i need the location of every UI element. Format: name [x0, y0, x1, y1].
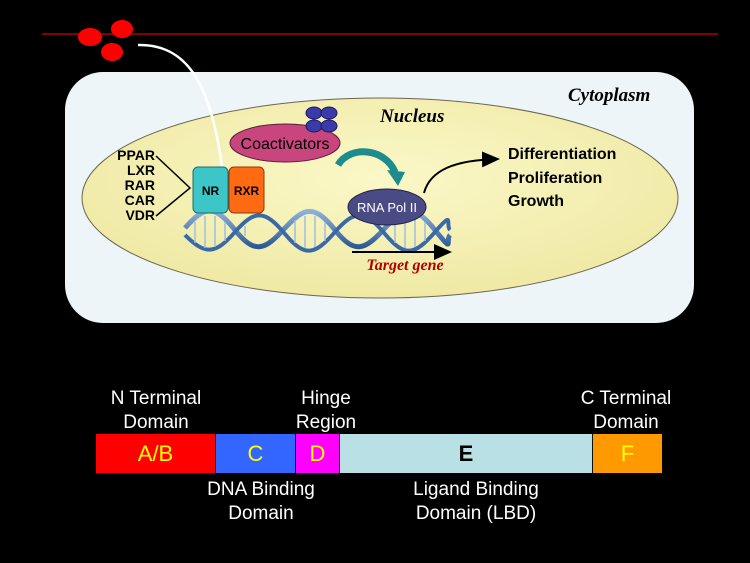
n-terminal-label: N Terminal Domain — [110, 388, 202, 433]
nr-label: NR — [202, 184, 220, 198]
receptor-label: PPAR — [117, 147, 155, 163]
domain-segment-ab: A/B — [96, 434, 216, 473]
rxr-box — [228, 166, 265, 214]
domain-segment-e: E — [340, 434, 593, 473]
ligand-dot — [101, 43, 123, 61]
receptor-label: LXR — [127, 162, 155, 178]
rna-pol-ellipse — [347, 188, 427, 226]
ligand-binding-label: Ligand Binding Domain (LBD) — [413, 479, 539, 524]
ligand-entry-curve — [137, 43, 224, 167]
dna-binding-label: DNA Binding Domain — [207, 479, 315, 524]
nucleus-label: Nucleus — [379, 106, 444, 127]
receptor-bracket — [155, 155, 192, 217]
coactivators-ellipse — [229, 123, 341, 163]
recruit-arrow-icon — [335, 148, 405, 186]
coactivators-label: Coactivators — [241, 136, 330, 153]
outcome-list: Differentiation Proliferation Growth — [508, 146, 616, 210]
rna-pol-label: RNA Pol II — [357, 200, 417, 215]
nr-box — [192, 166, 229, 214]
rxr-label: RXR — [234, 184, 260, 198]
ligand-dot — [78, 28, 102, 46]
hinge-region-label: Hinge Region — [295, 388, 357, 433]
domain-segment-c: C — [216, 434, 296, 473]
receptor-label: CAR — [125, 192, 155, 208]
dna-helix-icon — [183, 208, 453, 253]
outcome-label: Growth — [508, 193, 564, 210]
domain-segment-f: F — [593, 434, 662, 473]
receptor-label: VDR — [125, 207, 155, 223]
outcome-arrow-icon — [423, 151, 500, 194]
target-gene-label: Target gene — [366, 257, 443, 274]
c-terminal-label: C Terminal Domain — [580, 388, 672, 433]
receptor-list: PPAR LXR RAR CAR VDR — [117, 147, 155, 223]
coactivator-subunits-icon — [305, 106, 338, 133]
domain-segment-d: D — [296, 434, 340, 473]
cytoplasm-label: Cytoplasm — [568, 85, 650, 106]
ligand-dot — [111, 20, 133, 38]
ligand-molecules — [78, 20, 133, 61]
receptor-label: RAR — [125, 177, 155, 193]
outcome-label: Proliferation — [508, 170, 602, 187]
outcome-label: Differentiation — [508, 146, 616, 163]
